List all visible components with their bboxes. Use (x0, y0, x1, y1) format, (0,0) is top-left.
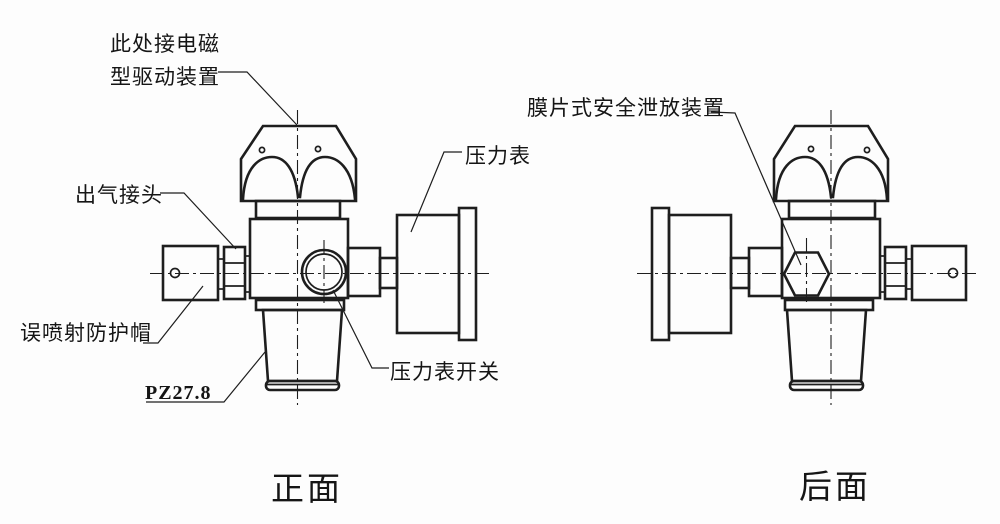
front-body (248, 217, 350, 300)
leader-thread-spec (146, 351, 266, 403)
label-gas-outlet: 出气接头 (75, 183, 163, 207)
front-cap-nut-outline (239, 124, 358, 203)
front-centerlines (150, 110, 490, 405)
label-relief-device: 膜片式安全泄放装置 (527, 96, 725, 120)
back-stem-taper (785, 308, 868, 383)
front-leader-lines (143, 71, 462, 403)
leader-gas-outlet (160, 192, 237, 250)
label-solenoid-drive-line2: 型驱动装置 (110, 65, 220, 89)
back-neck (787, 199, 877, 220)
leader-gauge-switch (332, 289, 389, 369)
front-gauge-boss (346, 246, 382, 298)
back-centerlines (637, 110, 980, 405)
label-gauge-switch: 压力表开关 (390, 360, 500, 384)
leader-relief-device (710, 111, 802, 266)
front-view-drawing (161, 124, 478, 392)
leader-protect-cap (143, 285, 204, 344)
back-gauge-boss (747, 246, 784, 298)
front-stem-collar (254, 298, 346, 312)
front-stem-tip (264, 379, 341, 392)
back-leader-lines (710, 111, 802, 266)
caption-back-view: 后面 (799, 470, 871, 506)
front-stem-taper (261, 308, 344, 383)
back-cap-left-dot (807, 145, 815, 153)
back-cap-left-facet-arc (774, 155, 833, 201)
label-protect-cap: 误喷射防护帽 (20, 321, 152, 345)
front-cap-right-dot (314, 145, 322, 153)
leader-solenoid-drive (218, 71, 298, 126)
back-cap-right-dot (863, 146, 871, 154)
label-pressure-gauge: 压力表 (465, 144, 531, 168)
caption-front-view: 正面 (271, 472, 343, 508)
leader-pressure-gauge (410, 151, 462, 233)
back-cap-right-facet-arc (831, 155, 889, 201)
label-thread-spec: PZ27.8 (145, 382, 212, 404)
label-solenoid-drive-line1: 此处接电磁 (110, 32, 220, 56)
front-cap-left-facet-arc (241, 155, 300, 201)
back-cap-nut-outline (772, 124, 890, 203)
front-cap-left-dot (258, 146, 266, 154)
front-cap-right-facet-arc (298, 155, 357, 201)
back-stem-collar (783, 298, 875, 312)
label-solenoid-drive: 此处接电磁 型驱动装置 (110, 28, 220, 94)
back-stem-tip (788, 379, 865, 392)
back-view-drawing (650, 124, 968, 392)
